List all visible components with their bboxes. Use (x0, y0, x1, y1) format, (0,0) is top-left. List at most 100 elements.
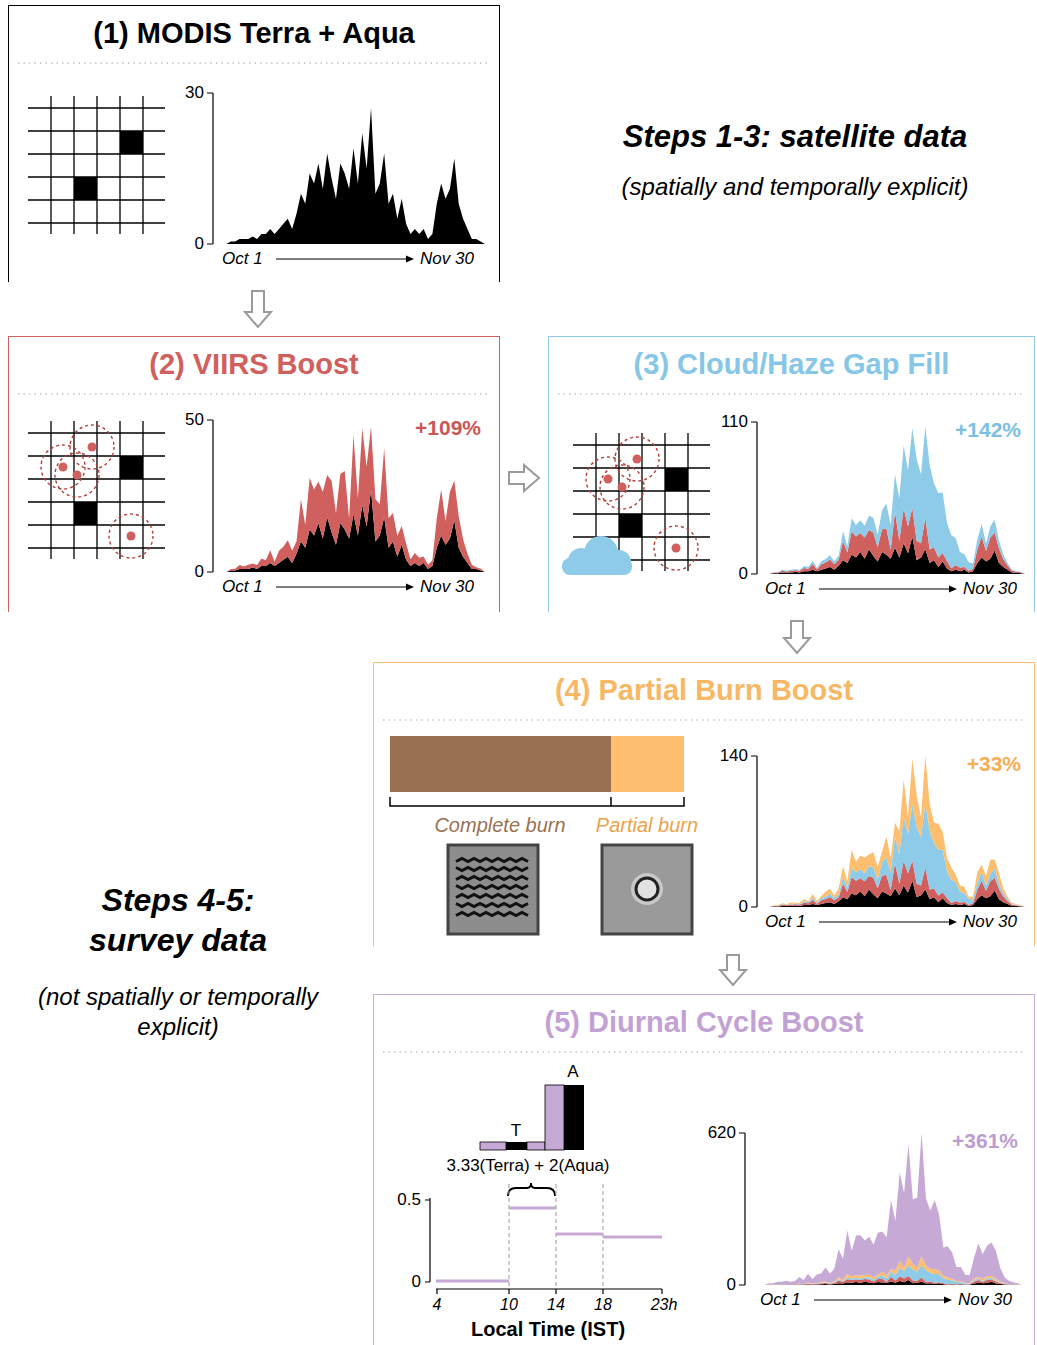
chart-label: Oct 1 (765, 911, 806, 932)
bar (564, 1085, 584, 1150)
section-note: Steps 1-3: satellite data (623, 118, 968, 157)
y-axis (425, 1198, 430, 1282)
drawing-part (73, 96, 74, 234)
step-panel: (1) MODIS Terra + Aqua (8, 5, 500, 282)
time-arrow (276, 587, 406, 588)
section-note: (not spatially or temporally explicit) (33, 982, 323, 1042)
area-layer (765, 804, 1025, 907)
drawing-part (28, 455, 165, 456)
flow-arrow (784, 621, 810, 653)
partial-burn-photo (602, 845, 692, 934)
drawing-part (28, 130, 165, 131)
drawing-part (28, 153, 165, 154)
chart-label: 0 (739, 563, 748, 584)
chart-label: 4 (433, 1295, 442, 1315)
viirs-buffer (600, 465, 644, 509)
drawing-part (119, 96, 120, 234)
y-axis (751, 422, 757, 574)
chart-label: 50 (185, 409, 204, 430)
y-axis (751, 756, 757, 907)
chart-label: 23h (651, 1295, 678, 1315)
chart-label: 0 (195, 233, 204, 254)
chart-label: 10 (500, 1295, 518, 1315)
viirs-buffer (70, 425, 114, 469)
burn-glow (631, 873, 663, 905)
dotted-separator (558, 393, 1025, 395)
drawing-part (28, 432, 165, 433)
section-note: Steps 4-5: survey data (48, 880, 308, 960)
chart-label: T (511, 1120, 521, 1141)
dotted-separator (383, 1051, 1025, 1053)
chart-label: Oct 1 (765, 578, 806, 599)
time-arrow (276, 259, 406, 260)
viirs-fire (59, 463, 68, 472)
pixel-grid (28, 96, 165, 234)
chart-label: 0 (739, 896, 748, 917)
connectors (245, 291, 810, 985)
drawing-part (573, 490, 710, 491)
bar (527, 1142, 545, 1150)
curly-brace (508, 1183, 555, 1196)
x-axis (436, 1289, 662, 1294)
diurnal-step-line (436, 1208, 662, 1281)
y-axis (207, 420, 213, 572)
viirs-buffer (586, 457, 630, 501)
time-arrowhead (949, 919, 957, 926)
chart-label: +109% (415, 415, 481, 441)
chart-label: Oct 1 (222, 576, 263, 597)
drawing-part (562, 558, 632, 575)
viirs-fire (127, 532, 136, 541)
fire-pixel (120, 131, 143, 154)
chart-label: A (567, 1061, 578, 1082)
viirs-fire (88, 443, 97, 452)
flow-arrow (245, 291, 271, 327)
drawing-part (73, 421, 74, 559)
drawing-part (96, 421, 97, 559)
chart-label: Nov 30 (420, 248, 474, 269)
viirs-buffer (109, 514, 153, 558)
viirs-buffer (615, 437, 659, 481)
fire-pixel (74, 502, 97, 525)
chart-label: Nov 30 (963, 911, 1017, 932)
stacked-area-chart (739, 1133, 1022, 1304)
drawing-part (142, 96, 143, 234)
stacked-area-chart (207, 93, 485, 263)
complete-burn-photo (448, 845, 538, 934)
viirs-fire (672, 544, 681, 553)
drawing-part (641, 433, 642, 571)
bracket (390, 797, 684, 806)
chart-label: +361% (952, 1128, 1018, 1154)
flow-arrow (720, 955, 746, 985)
viirs-buffer (55, 453, 99, 497)
chart-label: 140 (720, 745, 748, 766)
time-arrowhead (406, 584, 414, 591)
drawing-part (119, 421, 120, 559)
dotted-separator (383, 719, 1025, 721)
time-arrow (819, 589, 949, 590)
pixel-grid (573, 433, 710, 571)
fire-pixel (619, 514, 642, 537)
time-arrow (814, 1300, 944, 1301)
drawing-part (456, 859, 528, 862)
fire-pixel (665, 468, 688, 491)
time-arrowhead (406, 256, 414, 263)
illustrations (18, 63, 1025, 1304)
viirs-fire (633, 455, 642, 464)
drawing-part (456, 886, 528, 889)
chart-label: Partial burn (596, 813, 698, 838)
drawing-part (456, 877, 528, 880)
chart-label: 18 (594, 1295, 612, 1315)
drawing-part (28, 547, 165, 548)
drawing-part (573, 467, 710, 468)
drawing-part (96, 96, 97, 234)
drawing-part (28, 107, 165, 108)
dotted-separator (18, 393, 490, 395)
drawing-part (28, 222, 165, 223)
partial-burn-bar (611, 736, 684, 792)
section-note: (spatially and temporally explicit) (622, 172, 969, 202)
chart-label: Oct 1 (222, 248, 263, 269)
stacked-area-chart (751, 756, 1025, 926)
chart-label: 0.5 (397, 1189, 421, 1210)
viirs-buffer (654, 526, 698, 570)
